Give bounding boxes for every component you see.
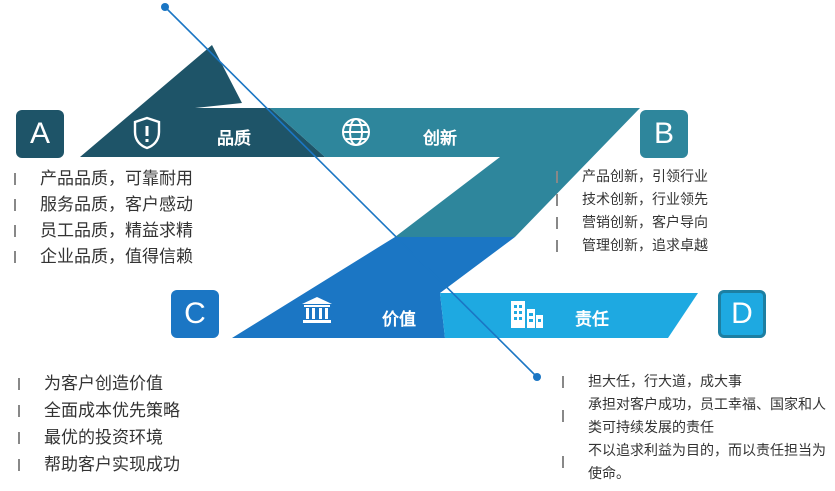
- band-label-value: 价值: [382, 310, 416, 329]
- band-innovation-shape: [270, 108, 640, 237]
- list-item: 企业品质，值得信赖: [14, 244, 193, 270]
- band-value-shape: [232, 237, 515, 338]
- list-item: 管理创新，追求卓越: [556, 234, 708, 257]
- list-item: 全面成本优先策略: [18, 397, 180, 424]
- badge-c: C: [171, 290, 219, 338]
- band-quality-shape: [80, 45, 325, 157]
- list-item: 员工品质，精益求精: [14, 218, 193, 244]
- list-item: 服务品质，客户感动: [14, 192, 193, 218]
- list-item: 产品品质，可靠耐用: [14, 166, 193, 192]
- list-item: 技术创新，行业领先: [556, 188, 708, 211]
- buildings-icon: [511, 301, 543, 328]
- list-item: 为客户创造价值: [18, 370, 180, 397]
- diagonal-line: [164, 6, 538, 378]
- list-item: 最优的投资环境: [18, 424, 180, 451]
- list-item: 不以追求利益为目的，而以责任担当为使命。: [562, 439, 834, 485]
- list-c: 为客户创造价值 全面成本优先策略 最优的投资环境 帮助客户实现成功: [18, 370, 180, 478]
- list-item: 产品创新，引领行业: [556, 165, 708, 188]
- band-responsibility-shape: [440, 293, 698, 338]
- badge-d: D: [718, 290, 766, 338]
- list-a: 产品品质，可靠耐用 服务品质，客户感动 员工品质，精益求精 企业品质，值得信赖: [14, 166, 193, 270]
- shield-icon: [133, 116, 161, 150]
- list-b: 产品创新，引领行业 技术创新，行业领先 营销创新，客户导向 管理创新，追求卓越: [556, 165, 708, 257]
- list-item: 承担对客户成功，员工幸福、国家和人类可持续发展的责任: [562, 393, 834, 439]
- globe-icon: [342, 118, 370, 146]
- band-label-innovation: 创新: [423, 129, 457, 148]
- band-label-responsibility: 责任: [575, 310, 609, 329]
- badge-b: B: [640, 110, 688, 158]
- line-start-dot: [161, 3, 169, 11]
- line-end-dot: [533, 373, 541, 381]
- list-item: 担大任，行大道，成大事: [562, 370, 834, 393]
- list-d: 担大任，行大道，成大事 承担对客户成功，员工幸福、国家和人类可持续发展的责任 不…: [562, 370, 834, 485]
- list-item: 营销创新，客户导向: [556, 211, 708, 234]
- badge-a: A: [16, 110, 64, 158]
- band-label-quality: 品质: [217, 129, 251, 148]
- bank-icon: [302, 297, 332, 323]
- list-item: 帮助客户实现成功: [18, 451, 180, 478]
